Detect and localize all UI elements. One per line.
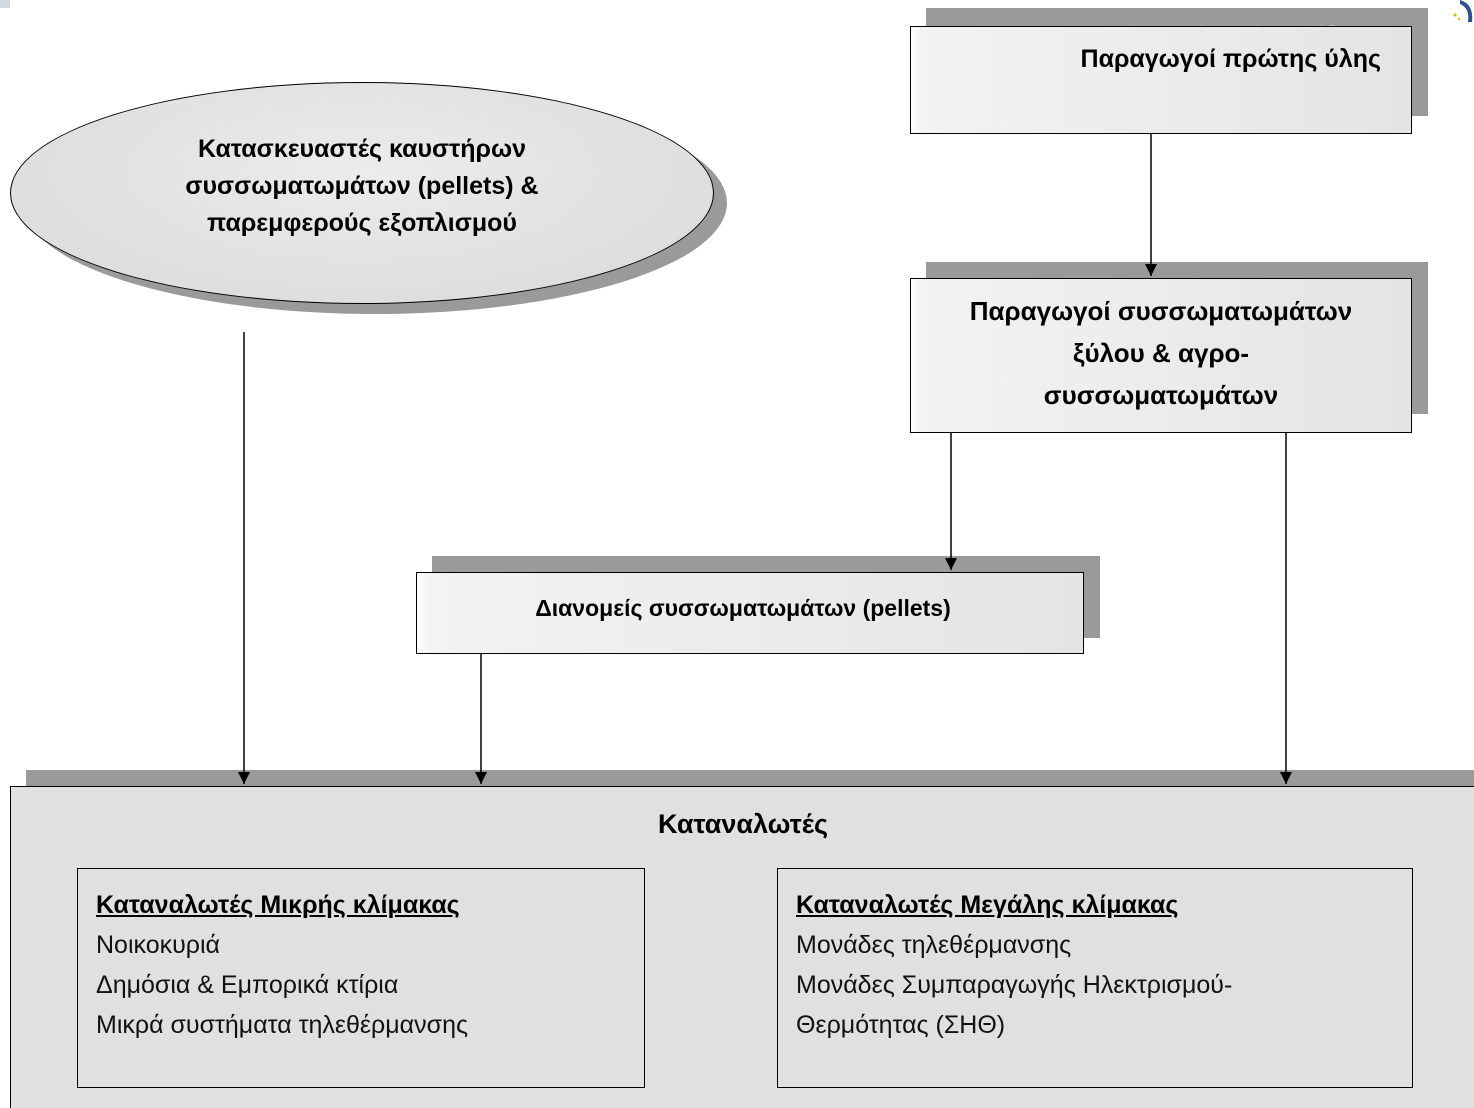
logo-fragment-icon	[1453, 0, 1473, 22]
manufacturers-node: Κατασκευαστές καυστήρων συσσωματωμάτων (…	[10, 82, 714, 304]
pellet-producers-line-1: Παραγωγοί συσσωματωμάτων	[969, 295, 1353, 326]
small-scale-consumers-box: Καταναλωτές Μικρής κλίμακας Νοικοκυριά Δ…	[77, 868, 645, 1088]
arrowhead-distributors-to-consumers	[475, 772, 487, 784]
large-scale-item: Θερμότητας (ΣΗΘ)	[796, 1011, 1006, 1039]
large-scale-heading: Καταναλωτές Μεγάλης κλίμακας	[796, 891, 1179, 919]
pellet-producers-label: Παραγωγοί συσσωματωμάτων ξύλου & αγρο- σ…	[970, 290, 1352, 416]
raw-material-producers-node: Παραγωγοί πρώτης ύλης	[910, 26, 1412, 134]
raw-material-producers-label: Παραγωγοί πρώτης ύλης	[1080, 45, 1381, 73]
small-scale-item: Νοικοκυριά	[96, 931, 221, 959]
arrowhead-manufacturers-to-consumers	[238, 772, 250, 784]
small-scale-item: Μικρά συστήματα τηλεθέρμανσης	[96, 1011, 469, 1039]
arrowhead-producers-to-consumers	[1280, 772, 1292, 784]
small-scale-heading: Καταναλωτές Μικρής κλίμακας	[96, 891, 460, 919]
large-scale-consumers-box: Καταναλωτές Μεγάλης κλίμακας Μονάδες τηλ…	[777, 868, 1413, 1088]
arrowhead-producers-to-distributors	[945, 558, 957, 570]
corner-decoration-icon	[0, 0, 10, 8]
small-scale-item: Δημόσια & Εμπορικά κτίρια	[96, 971, 399, 999]
consumers-node: Καταναλωτές Καταναλωτές Μικρής κλίμακας …	[10, 786, 1474, 1108]
distributors-node: Διανομείς συσσωματωμάτων (pellets)	[416, 572, 1084, 654]
pellet-producers-line-2: ξύλου & αγρο-	[1072, 337, 1250, 368]
pellet-producers-line-3: συσσωματωμάτων	[1043, 379, 1279, 410]
arrowhead-raw-to-producers	[1145, 264, 1157, 276]
consumers-title: Καταναλωτές	[657, 809, 828, 839]
manufacturers-line-1: Κατασκευαστές καυστήρων	[197, 134, 527, 163]
distributors-label: Διανομείς συσσωματωμάτων (pellets)	[535, 595, 951, 621]
large-scale-item: Μονάδες Συμπαραγωγής Ηλεκτρισμού-	[796, 971, 1233, 999]
manufacturers-line-3: παρεμφερούς εξοπλισμού	[207, 208, 517, 237]
manufacturers-line-2: συσσωματωμάτων (pellets) &	[185, 171, 539, 200]
pellet-producers-node: Παραγωγοί συσσωματωμάτων ξύλου & αγρο- σ…	[910, 278, 1412, 433]
large-scale-item: Μονάδες τηλεθέρμανσης	[796, 931, 1072, 959]
manufacturers-label: Κατασκευαστές καυστήρων συσσωματωμάτων (…	[102, 131, 622, 242]
